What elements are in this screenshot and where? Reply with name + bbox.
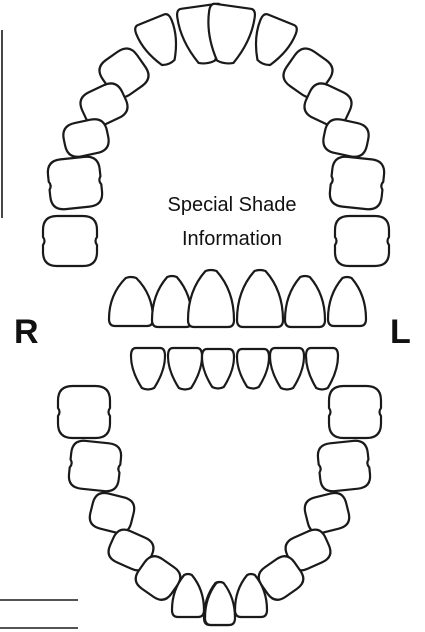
lower-front-tooth-2[interactable] [168, 348, 202, 390]
information-label: Information [132, 227, 332, 251]
upper-incisors-row [109, 270, 366, 327]
upper-left-tooth-5[interactable] [321, 117, 371, 159]
upper-left-tooth-7[interactable] [335, 216, 389, 266]
lower-left-tooth-1[interactable] [329, 386, 381, 438]
special-shade-label: Special Shade [132, 193, 332, 217]
lower-left-tooth-2[interactable] [317, 440, 372, 493]
lower-front-tooth-3[interactable] [202, 349, 234, 389]
upper-front-tooth-6[interactable] [328, 277, 366, 326]
upper-front-tooth-5[interactable] [285, 276, 325, 327]
upper-front-tooth-3[interactable] [188, 270, 234, 327]
lower-right-tooth-2[interactable] [68, 440, 123, 493]
lower-front-tooth-4[interactable] [237, 349, 269, 389]
lower-front-tooth-6[interactable] [306, 348, 338, 390]
lower-left-tooth-7[interactable] [205, 582, 235, 625]
upper-right-tooth-6[interactable] [47, 155, 104, 210]
upper-right-tooth-7[interactable] [43, 216, 97, 266]
upper-front-tooth-1[interactable] [109, 277, 153, 326]
right-side-label: R [14, 312, 39, 352]
lower-front-tooth-5[interactable] [270, 348, 304, 390]
upper-left-tooth-6[interactable] [329, 155, 386, 210]
upper-front-tooth-4[interactable] [237, 270, 283, 327]
lower-arch [58, 386, 381, 625]
upper-front-tooth-2[interactable] [152, 276, 192, 327]
lower-left-tooth-3[interactable] [302, 490, 351, 535]
left-side-label: L [390, 312, 411, 352]
upper-right-tooth-5[interactable] [61, 117, 111, 159]
lower-incisors-row [131, 348, 338, 390]
lower-front-tooth-1[interactable] [131, 348, 165, 390]
lower-right-tooth-3[interactable] [87, 490, 136, 535]
lower-right-tooth-1[interactable] [58, 386, 110, 438]
